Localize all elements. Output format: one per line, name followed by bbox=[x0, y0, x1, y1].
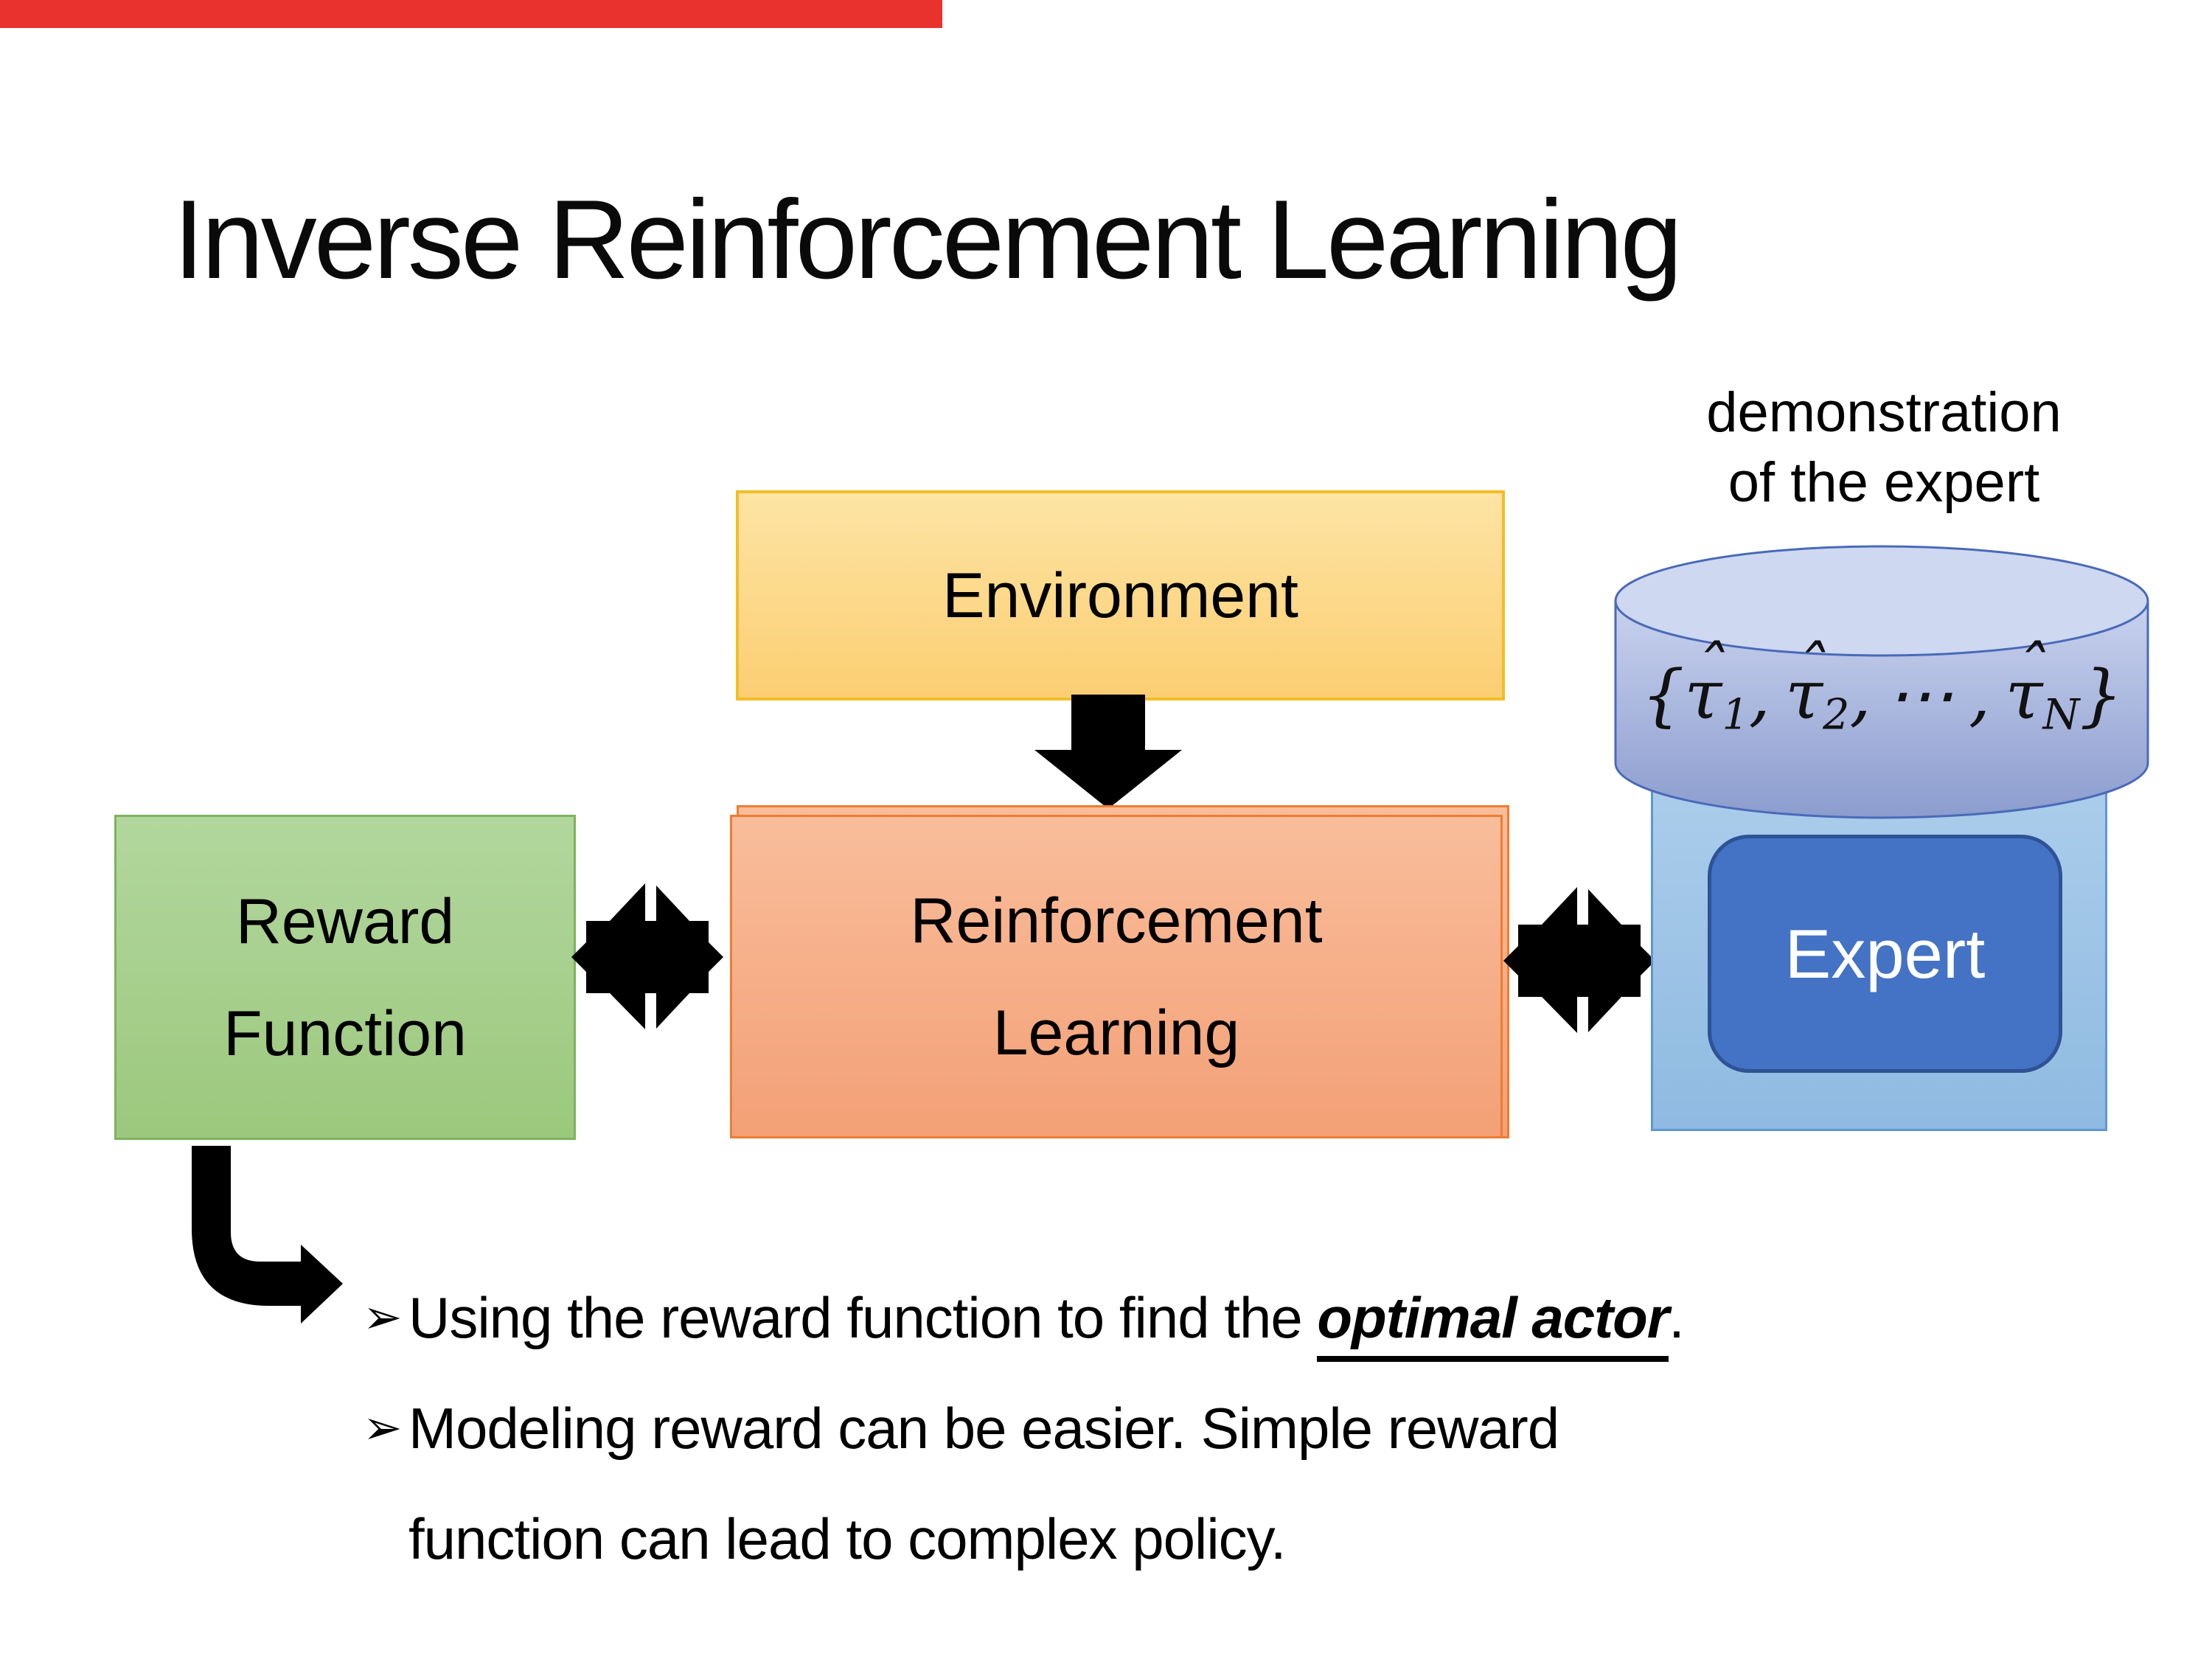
math-comma: , bbox=[1748, 655, 1770, 734]
bullet1-emphasis: optimal actor bbox=[1317, 1285, 1669, 1362]
down-arrow-icon bbox=[1034, 695, 1182, 809]
bullet2-line1: Modeling reward can be easier. Simple re… bbox=[408, 1396, 1559, 1461]
bullet1-prefix: Using the reward function to find the bbox=[408, 1285, 1318, 1350]
environment-label: Environment bbox=[942, 560, 1298, 631]
double-arrow-left-icon bbox=[571, 883, 723, 1029]
database-cylinder-icon bbox=[1614, 545, 2149, 819]
bullet-item-1: ➢ Using the reward function to find the … bbox=[363, 1262, 1874, 1373]
bullet-list: ➢ Using the reward function to find the … bbox=[363, 1262, 1874, 1594]
bullet-text-1: Using the reward function to find the op… bbox=[408, 1262, 1874, 1373]
double-arrow-right-icon bbox=[1503, 887, 1655, 1033]
math-open-brace: { bbox=[1641, 655, 1685, 734]
math-sub-n: N bbox=[2042, 690, 2080, 740]
rl-label-line2: Learning bbox=[992, 997, 1240, 1068]
math-close-brace: } bbox=[2079, 655, 2123, 734]
demonstration-label-line2: of the expert bbox=[1728, 451, 2040, 514]
rl-label-line1: Reinforcement bbox=[910, 885, 1323, 956]
demonstration-label-line1: demonstration bbox=[1706, 381, 2062, 444]
environment-box: Environment bbox=[736, 490, 1505, 700]
bullet-item-2: ➢ Modeling reward can be easier. Simple … bbox=[363, 1373, 1874, 1594]
elbow-arrow-icon bbox=[192, 1146, 343, 1324]
reinforcement-learning-box: Reinforcement Learning bbox=[730, 815, 1503, 1138]
slide-title: Inverse Reinforcement Learning bbox=[173, 177, 1683, 302]
expert-box: Expert bbox=[1708, 835, 2062, 1073]
math-sub-1: 1 bbox=[1722, 690, 1749, 740]
video-progress-bar[interactable] bbox=[0, 0, 942, 28]
arrowhead-bullet-icon: ➢ bbox=[363, 1401, 403, 1455]
math-dots: ⋯ bbox=[1885, 655, 1954, 734]
math-comma: , bbox=[1849, 655, 1871, 734]
bullet1-suffix: . bbox=[1669, 1285, 1685, 1350]
arrowhead-bullet-icon: ➢ bbox=[363, 1290, 403, 1345]
expert-label: Expert bbox=[1784, 914, 1986, 992]
math-comma: , bbox=[1969, 655, 1991, 734]
math-sub-2: 2 bbox=[1823, 690, 1850, 740]
bullet2-line2: function can lead to complex policy. bbox=[408, 1506, 1287, 1571]
reward-label-line2: Function bbox=[223, 998, 467, 1069]
reward-label-line1: Reward bbox=[235, 886, 455, 957]
reward-function-box: Reward Function bbox=[114, 815, 576, 1140]
bullet-text-2: Modeling reward can be easier. Simple re… bbox=[408, 1373, 1874, 1594]
demonstration-label: demonstration of the expert bbox=[1622, 378, 2146, 518]
